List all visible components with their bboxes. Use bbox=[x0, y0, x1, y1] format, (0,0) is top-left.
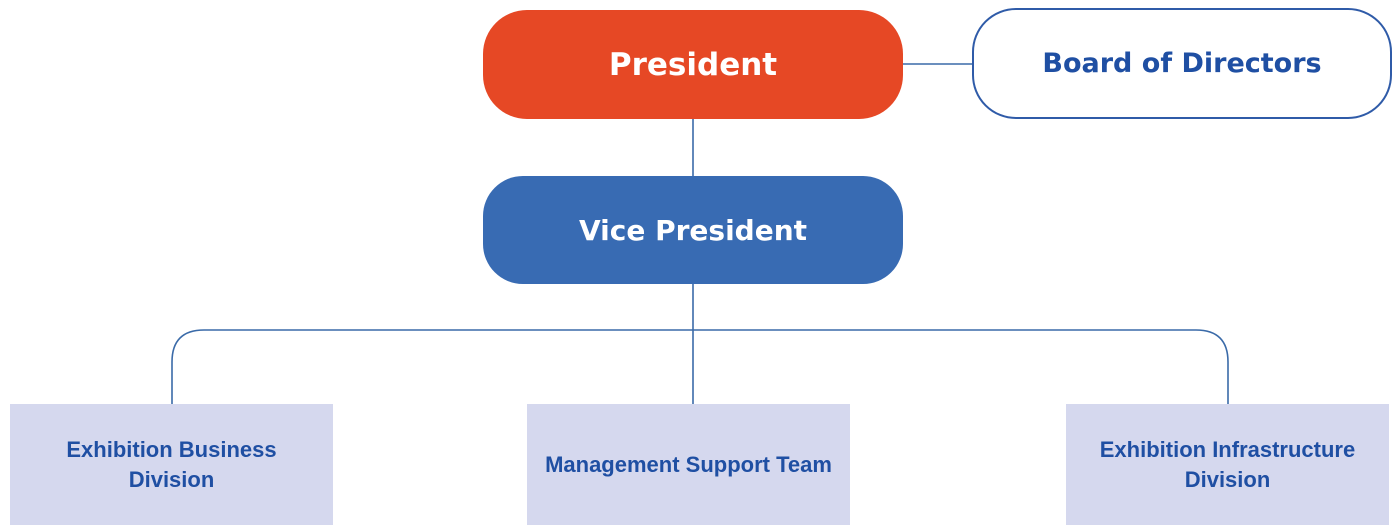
vice-president-node: Vice President bbox=[483, 176, 903, 284]
board-of-directors-label: Board of Directors bbox=[1042, 48, 1322, 79]
department-exhibition-infrastructure-division: Exhibition Infrastructure Division bbox=[1066, 404, 1389, 525]
vice-president-label: Vice President bbox=[578, 213, 808, 247]
department-management-support-team: Management Support Team bbox=[527, 404, 850, 525]
department-exhibition-business-division: Exhibition Business Division bbox=[10, 404, 333, 525]
department-label-line: Division bbox=[1184, 466, 1271, 492]
connector-branch-bus bbox=[171, 329, 1229, 404]
board-of-directors-node: Board of Directors bbox=[972, 8, 1392, 119]
department-label-line: Division bbox=[128, 466, 215, 492]
department-label-line: Exhibition Business bbox=[66, 436, 277, 462]
department-label-line: Management Support Team bbox=[545, 451, 832, 477]
department-label-line: Exhibition Infrastructure bbox=[1099, 436, 1356, 462]
president-label: President bbox=[608, 46, 778, 83]
president-node: President bbox=[483, 10, 903, 119]
